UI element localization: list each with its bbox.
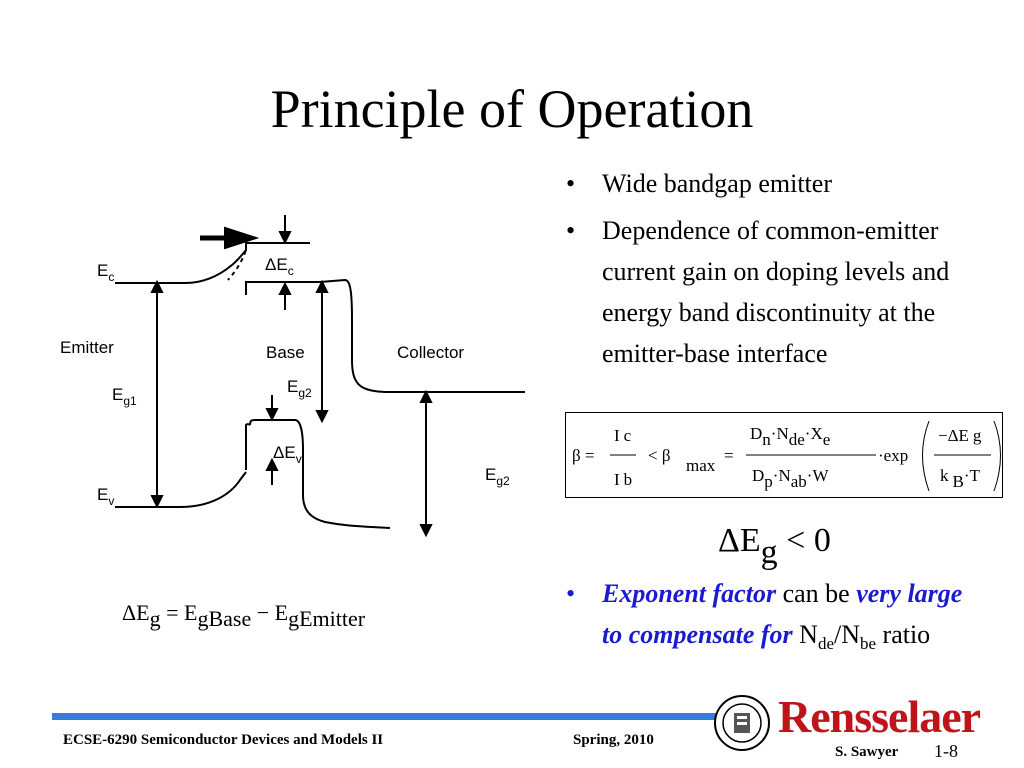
rensselaer-logo: Rensselaer xyxy=(778,691,981,742)
footer-course: ECSE-6290 Semiconductor Devices and Mode… xyxy=(63,732,384,748)
delta-ec-label: ΔEc xyxy=(265,255,294,278)
eg1-label: Eg1 xyxy=(112,385,137,408)
bullet-dependence: Dependence of common-emitter current gai… xyxy=(562,210,962,374)
collector-label: Collector xyxy=(397,343,464,362)
svg-text:−ΔEg: −ΔEg xyxy=(938,426,982,445)
svg-text:·exp: ·exp xyxy=(878,446,908,465)
rensselaer-seal-icon xyxy=(714,695,770,751)
eg2-collector-label: Eg2 xyxy=(485,465,510,488)
svg-text:=: = xyxy=(724,446,734,465)
slide-number: 1-8 xyxy=(934,741,958,761)
bullet-exponent-factor: Exponent factor can be very large to com… xyxy=(562,573,982,664)
svg-text:Ic: Ic xyxy=(614,426,632,445)
bullet-list-2: Exponent factor can be very large to com… xyxy=(562,573,982,664)
band-diagram: Ec Emitter Eg1 Ev ΔEc Base Eg2 ΔEv Colle… xyxy=(60,215,525,538)
ev-label: Ev xyxy=(97,485,114,508)
delta-eg-condition: ΔEg < 0 xyxy=(718,522,831,571)
eg2-base-label: Eg2 xyxy=(287,377,312,400)
svg-text:Ib: Ib xyxy=(614,470,632,489)
slide-title: Principle of Operation xyxy=(270,79,754,139)
bullet-list: Wide bandgap emitter Dependence of commo… xyxy=(562,163,962,380)
delta-ev-label: ΔEv xyxy=(273,443,302,466)
emitter-label: Emitter xyxy=(60,338,114,357)
svg-text:max: max xyxy=(686,456,716,475)
ec-label: Ec xyxy=(97,261,114,284)
svg-text:< β: < β xyxy=(648,446,671,465)
svg-text:Dp·Nab·W: Dp·Nab·W xyxy=(752,466,829,491)
svg-text:Dn·Nde·Xe: Dn·Nde·Xe xyxy=(750,424,830,449)
footer-date: Spring, 2010 xyxy=(573,732,654,748)
footer-divider xyxy=(52,713,716,720)
bandgap-difference-equation: ΔEg = EgBase − EgEmitter xyxy=(122,600,366,631)
footer-author: S. Sawyer xyxy=(835,744,899,760)
svg-text:kB·T: kB·T xyxy=(940,466,981,491)
base-label: Base xyxy=(266,343,305,362)
bullet-wide-bandgap: Wide bandgap emitter xyxy=(562,163,962,204)
svg-text:β =: β = xyxy=(572,446,595,465)
